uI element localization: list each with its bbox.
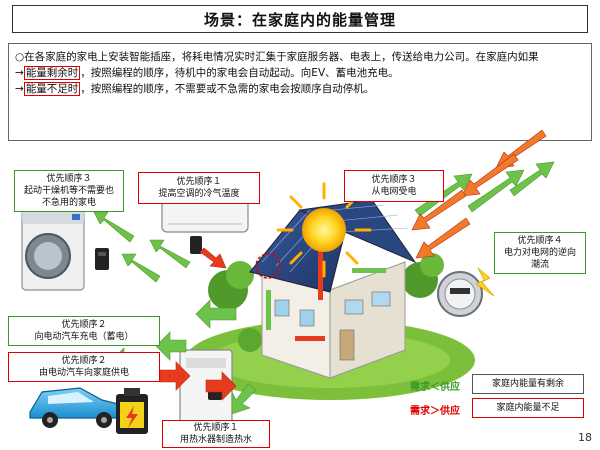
sun-icon bbox=[276, 182, 372, 278]
legend-surplus-formula: 需求＜供应 bbox=[410, 382, 460, 393]
arrow-prefix: → bbox=[15, 67, 24, 79]
label-washer-priority: 优先顺序３ 起动干燥机等不需要也 不急用的家电 bbox=[14, 170, 124, 212]
description-line-2: →能量剩余时，按照编程的顺序，待机中的家电会自动起动。向EV、蓄电池充电。 bbox=[15, 65, 585, 81]
label-reverse-flow-priority: 优先顺序４ 电力对电网的逆向 潮流 bbox=[494, 232, 586, 274]
legend-surplus-text: 家庭内能量有剩余 bbox=[491, 379, 564, 389]
legend-shortage-text: 家庭内能量不足 bbox=[496, 403, 560, 413]
legend-surplus-box: 家庭内能量有剩余 bbox=[472, 374, 584, 394]
label-reverse-flow-line2: 电力对电网的逆向 bbox=[503, 248, 576, 258]
label-water-heater-line2: 用热水器制造热水 bbox=[179, 435, 252, 445]
label-grid-receive-line1: 优先顺序３ bbox=[371, 175, 417, 185]
label-aircon-priority: 优先顺序１ 提高空调的冷气温度 bbox=[138, 172, 260, 204]
battery-icon bbox=[116, 388, 148, 434]
label-grid-receive-priority: 优先顺序３ 从电网受电 bbox=[344, 170, 444, 202]
shortage-arrows bbox=[159, 129, 547, 401]
slide-title-box: 场景：在家庭内的能量管理 bbox=[12, 5, 588, 33]
electric-meter-icon bbox=[437, 267, 495, 317]
label-ev-supply-priority: 优先顺序２ 由电动汽车向家庭供电 bbox=[8, 352, 160, 382]
electric-car-icon bbox=[29, 387, 119, 428]
label-washer-line1: 优先顺序３ bbox=[46, 174, 92, 184]
description-box: ○在各家庭的家电上安装智能插座，将耗电情况实时汇集于家庭服务器、电表上，传送给电… bbox=[8, 43, 592, 141]
legend-shortage-formula: 需求＞供应 bbox=[410, 406, 460, 417]
arrow-prefix: → bbox=[15, 83, 24, 95]
legend-shortage-box: 家庭内能量不足 bbox=[472, 398, 584, 418]
label-aircon-line1: 优先顺序１ bbox=[176, 177, 222, 187]
surplus-text: ，按照编程的顺序，待机中的家电会自动起动。向EV、蓄电池充电。 bbox=[80, 67, 399, 79]
label-aircon-line2: 提高空调的冷气温度 bbox=[158, 189, 240, 199]
label-washer-line3: 不急用的家电 bbox=[41, 198, 96, 208]
label-washer-line2: 起动干燥机等不需要也 bbox=[23, 186, 114, 196]
label-ev-supply-line1: 优先顺序２ bbox=[61, 356, 107, 366]
smart-plug-icon bbox=[95, 248, 109, 270]
label-reverse-flow-line1: 优先顺序４ bbox=[517, 236, 563, 246]
label-reverse-flow-line3: 潮流 bbox=[530, 260, 549, 270]
label-grid-receive-line2: 从电网受电 bbox=[371, 187, 417, 197]
shortage-text: ，按照编程的顺序，不需要或不急需的家电会按顺序自动停机。 bbox=[80, 83, 375, 95]
label-ev-supply-line2: 由电动汽车向家庭供电 bbox=[38, 368, 129, 378]
slide-title: 场景：在家庭内的能量管理 bbox=[203, 10, 396, 29]
label-ev-charge-line1: 优先顺序２ bbox=[61, 320, 107, 330]
washing-machine-icon bbox=[21, 209, 85, 291]
trees bbox=[208, 253, 444, 352]
label-water-heater-line1: 优先顺序１ bbox=[193, 423, 239, 433]
surplus-arrows bbox=[93, 161, 555, 415]
label-ev-charge-priority: 优先顺序２ 向电动汽车充电（蓄电） bbox=[8, 316, 160, 346]
page-number: 18 bbox=[578, 431, 592, 444]
surplus-highlight: 能量剩余时 bbox=[23, 66, 81, 80]
description-line-1: ○在各家庭的家电上安装智能插座，将耗电情况实时汇集于家庭服务器、电表上，传送给电… bbox=[15, 51, 539, 63]
label-water-heater-priority: 优先顺序１ 用热水器制造热水 bbox=[162, 420, 270, 448]
label-ev-charge-line2: 向电动汽车充电（蓄电） bbox=[34, 332, 134, 342]
shortage-highlight: 能量不足时 bbox=[23, 82, 81, 96]
description-line-3: →能量不足时，按照编程的顺序，不需要或不急需的家电会按顺序自动停机。 bbox=[15, 81, 585, 97]
air-conditioner-icon bbox=[161, 197, 249, 254]
